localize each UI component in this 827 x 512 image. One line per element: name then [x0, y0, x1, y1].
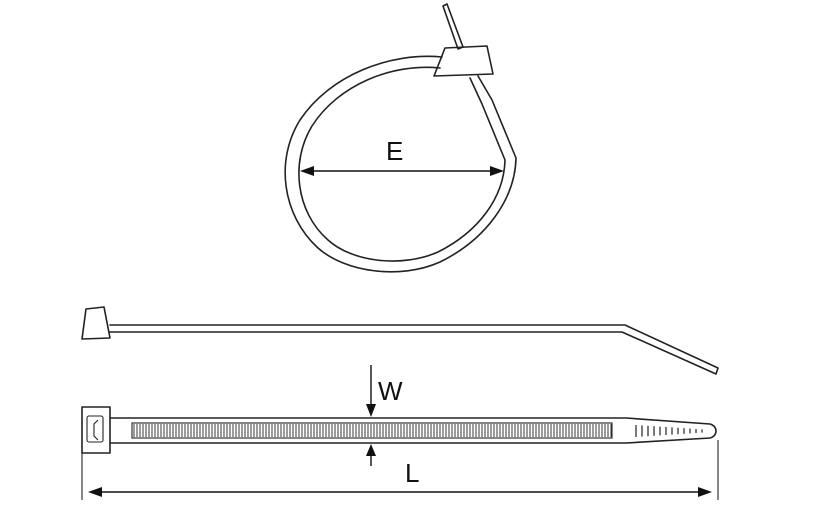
top-view-cable-tie — [81, 406, 717, 454]
e-arrow-left — [300, 166, 314, 176]
l-dimension: L — [81, 440, 719, 500]
loop-tail — [442, 3, 464, 50]
loop-head — [433, 45, 494, 77]
top-head-pawl — [93, 419, 99, 441]
top-strap-teeth-band — [131, 422, 613, 439]
top-head-slot — [86, 415, 104, 443]
l-arrow-left — [88, 487, 102, 497]
w-dimension: W — [366, 365, 403, 466]
top-strap-tip-slots — [635, 425, 703, 437]
w-label: W — [378, 376, 403, 406]
w-arrow-bottom — [366, 444, 376, 456]
e-arrow-right — [490, 166, 504, 176]
e-label: E — [386, 136, 403, 166]
looped-cable-tie: E — [284, 3, 517, 273]
loop-head-edge — [433, 47, 446, 77]
top-strap-outline — [109, 417, 717, 444]
loop-outer — [284, 55, 517, 273]
side-strap — [109, 324, 719, 375]
top-strap-teeth — [133, 424, 612, 437]
l-arrow-right — [698, 487, 712, 497]
w-arrow-top — [366, 404, 376, 417]
side-view-cable-tie — [81, 306, 719, 375]
l-label: L — [405, 458, 419, 488]
loop-inner — [298, 66, 506, 262]
side-head — [81, 306, 111, 340]
top-head — [81, 406, 111, 454]
